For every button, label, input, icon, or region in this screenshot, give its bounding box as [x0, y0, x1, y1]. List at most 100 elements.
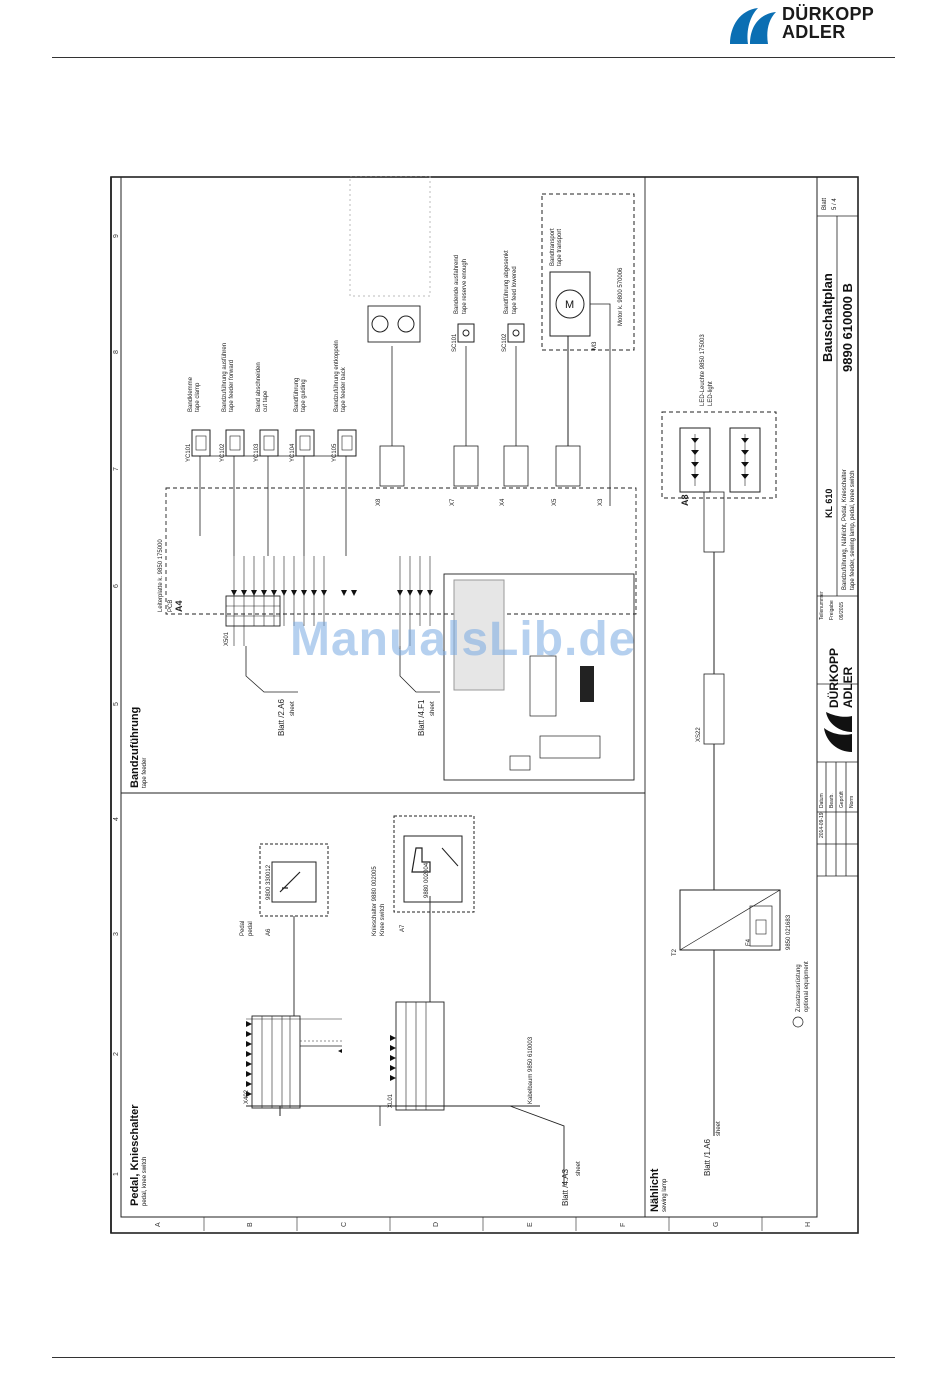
drawing-subtitle-en: tape feeder, sewing lamp, pedal, knee sw…	[850, 471, 856, 590]
valve-yc105-de: Bandzuführung entkoppeln	[334, 340, 340, 412]
header-divider	[52, 57, 895, 58]
col-marker-9: 9	[113, 234, 120, 238]
connector-x501	[225, 595, 281, 627]
brand-name-line2: ADLER	[782, 22, 846, 42]
sheet-ref-1a6-en: sheet	[716, 1121, 722, 1136]
knee-switch-a7	[393, 815, 475, 913]
valve-yc105-ref: YC105	[332, 443, 338, 462]
row-marker-b: B	[247, 1222, 254, 1227]
fuse-ref: F4	[746, 938, 752, 946]
cable-tree-path	[246, 1105, 565, 1186]
valve-yc104	[295, 429, 315, 457]
col-marker-8: 8	[113, 350, 120, 354]
lamp-name: LED-Leuchte 9850 175003	[700, 334, 706, 406]
sheet-border	[110, 176, 859, 1234]
valve-yc101-en: tape clamp	[195, 382, 201, 412]
pcb-ref: A4	[174, 600, 184, 612]
sheet-label: Blatt	[822, 198, 828, 210]
x4-label: X4	[500, 498, 506, 506]
motor-m3: M	[541, 193, 635, 506]
datum-label: Datum	[819, 793, 825, 808]
transformer-ref: T2	[672, 948, 678, 956]
x402-arrows	[246, 1021, 342, 1097]
knee-name: Knieschalter 9880 002005	[372, 866, 378, 936]
brand-name: DÜRKOPP ADLER	[782, 5, 874, 41]
valve-yc103-en: cut tape	[263, 390, 269, 412]
xs22-label: XS22	[696, 727, 702, 742]
x501-label: X501	[224, 631, 230, 646]
brand-mark-icon	[730, 8, 776, 44]
x7-label: X7	[450, 498, 456, 506]
model-label: KL 610	[824, 489, 834, 518]
col-marker-3: 3	[113, 932, 120, 936]
valve-yc102-en: tape feeder forward	[229, 360, 235, 412]
lamp-ref: A8	[680, 494, 690, 506]
part-9850: 9850 021683	[786, 914, 792, 950]
motor-en: tape transport	[557, 229, 563, 266]
connector-x402	[251, 1015, 301, 1109]
sensor-sc102-de: Bandführung abgesenkt	[504, 250, 510, 314]
svg-text:M: M	[565, 299, 574, 311]
motor-de: Bandtransport	[550, 228, 556, 266]
pedal-a6	[259, 843, 329, 1016]
row-marker-f: F	[620, 1223, 627, 1227]
sheet-ref-2a6-en: sheet	[290, 701, 296, 716]
top-connectors	[379, 445, 581, 487]
section-title-pedal: Pedal, Knieschalter	[129, 1104, 141, 1206]
drawing-title: Bauschaltplan	[820, 273, 835, 362]
fuse-f4	[749, 905, 773, 947]
pedal-part: 9800 330012	[266, 864, 272, 900]
sensor-sc102	[507, 323, 525, 343]
optional-marker-icon	[792, 1016, 804, 1028]
title-brand-line2: ADLER	[841, 666, 855, 708]
sensor-sc101-ref: SC101	[452, 333, 458, 352]
pedal-name: Pedal	[240, 921, 246, 936]
x5-label: X5	[552, 498, 558, 506]
sensor-sc102-ref: SC102	[502, 333, 508, 352]
sheet-ref-4f1: Blatt /4.F1	[417, 699, 426, 736]
optional-note-de: Zusatzausrüstung	[796, 964, 802, 1012]
lamp-name-en: LED-light	[708, 381, 714, 406]
connector-xl01	[395, 1001, 445, 1111]
transformer-t2	[679, 889, 781, 1136]
row-marker-strip	[203, 1217, 763, 1231]
pedal-name-en: pedal	[248, 921, 254, 936]
valve-yc101-ref: YC101	[186, 443, 192, 462]
valve-yc104-de: Bandführung	[294, 378, 300, 412]
col-marker-1: 1	[113, 1172, 120, 1176]
sheet-ref-1a6: Blatt /1.A6	[703, 1139, 712, 1176]
drawing-number: 9890 610000 B	[840, 283, 855, 372]
col-marker-4: 4	[113, 817, 120, 821]
sheet-ref-2a6: Blatt /2.A6	[277, 699, 286, 736]
bearb-label: Bearb.	[829, 793, 835, 808]
valve-yc102-ref: YC102	[220, 443, 226, 462]
valve-yc104-en: tape guiding	[301, 379, 307, 412]
schematic-svg: A B C D E F G H 1 2 3 4 5 6 7 8 9 Pedal,…	[110, 175, 859, 1234]
sheet-ref-4f1-en: sheet	[430, 701, 436, 716]
xl01-arrows	[390, 1035, 396, 1081]
col-marker-2: 2	[113, 1052, 120, 1056]
pcb-outline	[165, 487, 637, 615]
sheet-value: 5 / 4	[832, 198, 838, 210]
footer-divider	[52, 1357, 895, 1358]
x3-label: X3	[598, 498, 604, 506]
teilenummer-label: Teilenummer	[819, 591, 825, 620]
valve-yc102	[225, 429, 245, 457]
valve-yc105	[337, 429, 357, 457]
xl01-label: XL01	[388, 1093, 394, 1108]
sensor-sc101-de: Bandende ausfahrend	[454, 255, 460, 314]
title-block-brand: DÜRKOPP ADLER	[824, 648, 855, 752]
valve-yc102-de: Bandzuführung ausführen	[222, 343, 228, 412]
pedal-ref: A6	[266, 928, 272, 936]
brand-name-line1: DÜRKOPP	[782, 4, 875, 24]
knee-name-en: Knee switch	[380, 904, 386, 936]
pcb-tag: PCB	[168, 600, 174, 612]
sheet-ref-4a3-en: sheet	[576, 1161, 582, 1176]
lamp-a8	[661, 411, 777, 499]
title-brand-line1: DÜRKOPP	[826, 648, 841, 708]
section-sub-pedal: pedal, knee switch	[142, 1157, 148, 1206]
row-marker-h: H	[805, 1222, 812, 1227]
valve-yc103-de: Band abschneiden	[256, 362, 262, 412]
lamp-connector-xs22	[703, 491, 725, 890]
col-marker-6: 6	[113, 584, 120, 588]
